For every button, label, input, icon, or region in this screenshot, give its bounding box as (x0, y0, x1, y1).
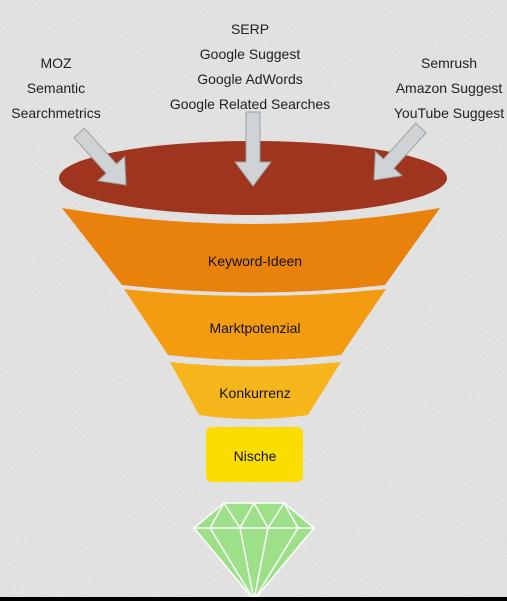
funnel-stage-4 (206, 427, 303, 482)
funnel-stage-2 (124, 289, 386, 360)
arrow-down-icon (373, 122, 427, 181)
source-label: Searchmetrics (11, 105, 101, 121)
source-group-right: Semrush Amazon Suggest YouTube Suggest (386, 51, 507, 126)
arrow-down-icon (234, 111, 272, 187)
diamond-icon (193, 502, 315, 601)
bottom-border (0, 597, 507, 601)
funnel-stage-1 (62, 208, 440, 293)
stage-label-konkurrenz: Konkurrenz (219, 385, 291, 401)
source-group-left: MOZ Semantic Searchmetrics (6, 51, 106, 126)
stage-label-nische: Nische (233, 448, 277, 464)
source-label: Google AdWords (197, 71, 303, 87)
source-label: Semantic (26, 80, 86, 96)
source-label: MOZ (40, 55, 72, 71)
stage-label-keyword-ideen: Keyword-Ideen (207, 253, 303, 269)
source-label: Semrush (420, 55, 478, 71)
stage-label-marktpotenzial: Marktpotenzial (209, 320, 301, 336)
source-label: SERP (230, 21, 270, 37)
source-group-center: SERP Google Suggest Google AdWords Googl… (158, 17, 342, 117)
source-label: Amazon Suggest (395, 80, 503, 96)
source-label: YouTube Suggest (393, 105, 505, 121)
source-label: Google Suggest (199, 46, 301, 62)
source-label: Google Related Searches (169, 96, 331, 112)
arrow-down-icon (73, 127, 127, 186)
funnel-stage-3 (170, 362, 341, 419)
